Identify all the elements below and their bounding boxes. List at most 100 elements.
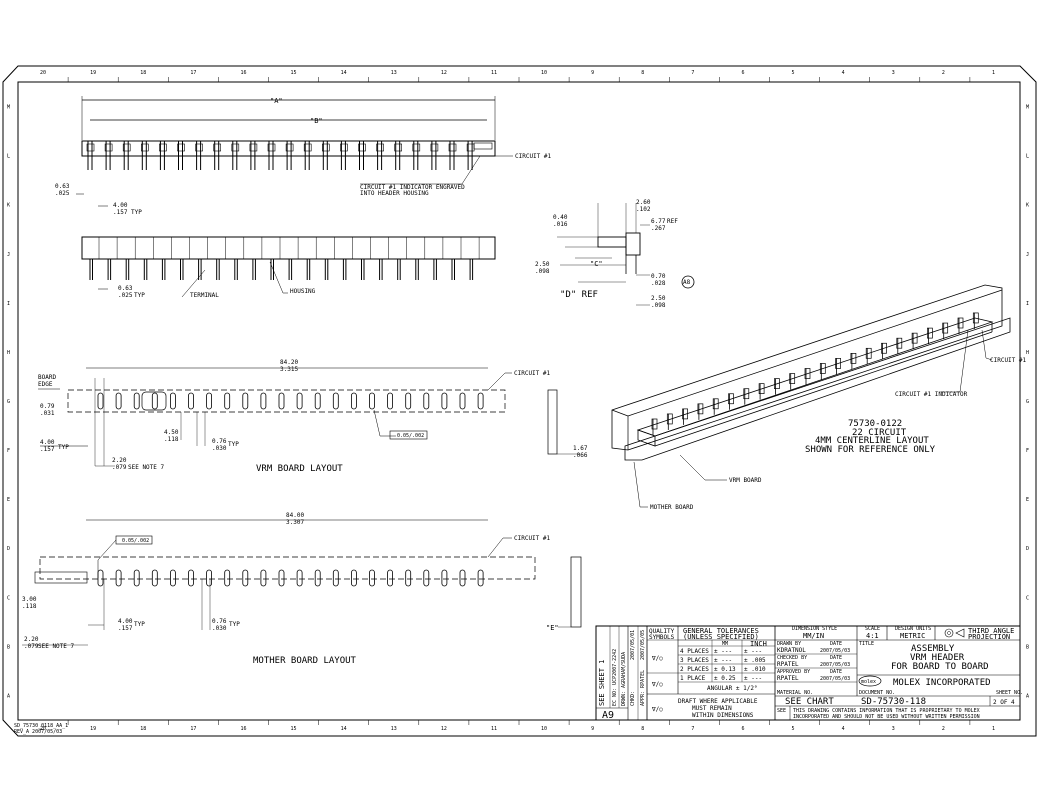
vrm-slot — [115, 392, 122, 410]
tb-approved-date-label: DATE — [830, 669, 842, 675]
zone-row-label: M — [7, 105, 10, 111]
side-d5-in: .028 — [651, 280, 666, 287]
mb-d2-in: .157 — [118, 625, 133, 632]
zone-column-label: 1 — [992, 726, 995, 732]
tb-units: METRIC — [900, 632, 925, 640]
vrm-d3-note: SEE NOTE 7 — [128, 464, 165, 471]
tb-drawn-date-label: DATE — [830, 641, 842, 647]
tb-title-label: TITLE — [859, 641, 874, 647]
tb-place-mm: ± 0.25 — [714, 675, 736, 682]
iso-circuits: 22 CIRCUIT — [852, 428, 907, 438]
front-pin-mm: 0.63 — [118, 285, 133, 292]
tb-approved-label: APPROVED BY — [777, 669, 810, 675]
vrm-d3-in: .079 — [112, 464, 127, 471]
top-pin-cavity — [195, 143, 203, 152]
vrm-slot — [459, 392, 466, 410]
tb-projection-1: THIRD ANGLE — [968, 627, 1014, 635]
iso-pin — [804, 368, 811, 379]
iso-pins — [651, 312, 979, 435]
tb-date-1: 2007/05/01 — [630, 630, 636, 660]
tb-place-inch: ± --- — [744, 675, 762, 682]
vrm-slot — [188, 392, 194, 410]
vrm-slot — [441, 392, 448, 410]
iso-layout: 4MM CENTERLINE LAYOUT — [815, 436, 929, 446]
tb-place-inch: ± .010 — [744, 666, 766, 673]
vrm-slot — [278, 392, 285, 410]
zone-column-label: 18 — [140, 726, 146, 732]
iso-pin — [942, 322, 949, 334]
mb-d2-mm: 4.00 — [118, 618, 133, 625]
vrm-d3-mm: 2.20 — [112, 457, 127, 464]
tb-units-label: DESIGN UNITS — [895, 626, 931, 632]
front-view: 0.63 .025 TYP TERMINAL HOUSING — [81, 236, 496, 299]
zone-column-label: 14 — [341, 726, 347, 732]
zone-column-label: 9 — [591, 70, 594, 76]
tb-projection-2: PROJECTION — [968, 633, 1010, 641]
vrm-d5-mm: 0.76 — [212, 438, 227, 445]
zone-column-label: 8 — [641, 70, 644, 76]
tb-title-3: FOR BOARD TO BOARD — [891, 662, 989, 672]
terminal-label: TERMINAL — [190, 292, 219, 299]
mb-slot — [350, 569, 357, 587]
tb-date-2: 2007/05/05 — [640, 630, 646, 660]
tb-draft-3: WITHIN DIMENSIONS — [692, 712, 754, 719]
zone-column-label: 4 — [842, 726, 845, 732]
iso-pin — [972, 312, 979, 324]
tb-drawn-by: KDRATNOL — [777, 647, 806, 654]
zone-column-label: 5 — [792, 70, 795, 76]
title-block — [595, 625, 1021, 721]
vrm-d4-mm: 4.50 — [164, 429, 179, 436]
mb-d1-mm: 3.00 — [22, 596, 37, 603]
zone-column-label: 3 — [892, 726, 895, 732]
zone-row-label: G — [1026, 399, 1029, 405]
top-view: "A" "B" CIRCUIT #1 CIRCUIT #1 INDICATOR … — [55, 96, 552, 216]
tb-symbol-3: ∇/○ — [651, 706, 663, 713]
mb-d1-in: .118 — [22, 603, 37, 610]
mb-slot — [314, 569, 321, 587]
tb-logo: molex — [861, 679, 876, 685]
mb-slot — [459, 569, 466, 587]
side-d2-mm: 0.40 — [553, 214, 568, 221]
iso-pin — [666, 413, 673, 425]
tb-draft-2: MUST REMAIN — [692, 705, 732, 712]
iso-pin — [819, 363, 826, 374]
mb-d3-typ: TYP — [229, 621, 240, 628]
vrm-slot — [423, 392, 430, 410]
iso-pin — [927, 327, 933, 339]
mb-outline — [39, 556, 536, 580]
tb-approved-date: 2007/05/03 — [820, 676, 850, 682]
vrm-title: VRM BOARD LAYOUT — [256, 464, 343, 474]
zone-row-label: F — [7, 448, 10, 454]
zone-column-label: 8 — [641, 726, 644, 732]
vrm-board-iso — [611, 284, 1003, 451]
vrm-d2-in: .157 — [40, 446, 55, 453]
tb-sheet-label: SHEET NO. — [996, 690, 1023, 696]
zone-column-label: 7 — [691, 726, 694, 732]
iso-pin — [774, 378, 780, 389]
zone-column-label: 15 — [291, 70, 297, 76]
iso-pin — [789, 373, 796, 384]
mb-width-mm: 84.00 — [286, 512, 304, 519]
iso-vrm-board: VRM BOARD — [729, 477, 762, 484]
zone-row-label: K — [1026, 203, 1029, 209]
tb-approved-by: RPATEL — [777, 675, 799, 682]
top-pin-cavity — [358, 143, 366, 152]
top-pin-cavity — [376, 143, 384, 152]
tb-dim-style-label: DIMENSION STYLE — [792, 626, 837, 632]
iso-pin — [850, 353, 857, 364]
header-housing-front — [81, 236, 496, 260]
circuit-indicator-mark — [473, 142, 493, 150]
mb-slot — [278, 569, 285, 587]
zone-row-label: D — [1026, 546, 1029, 552]
mb-title: MOTHER BOARD LAYOUT — [253, 656, 357, 666]
tb-place-mm: ± --- — [714, 648, 732, 655]
mb-slot — [242, 569, 249, 587]
iso-pin — [758, 383, 765, 394]
zone-row-label: I — [7, 301, 10, 307]
top-pin-cavity — [104, 143, 113, 152]
mb-slot — [188, 569, 194, 587]
